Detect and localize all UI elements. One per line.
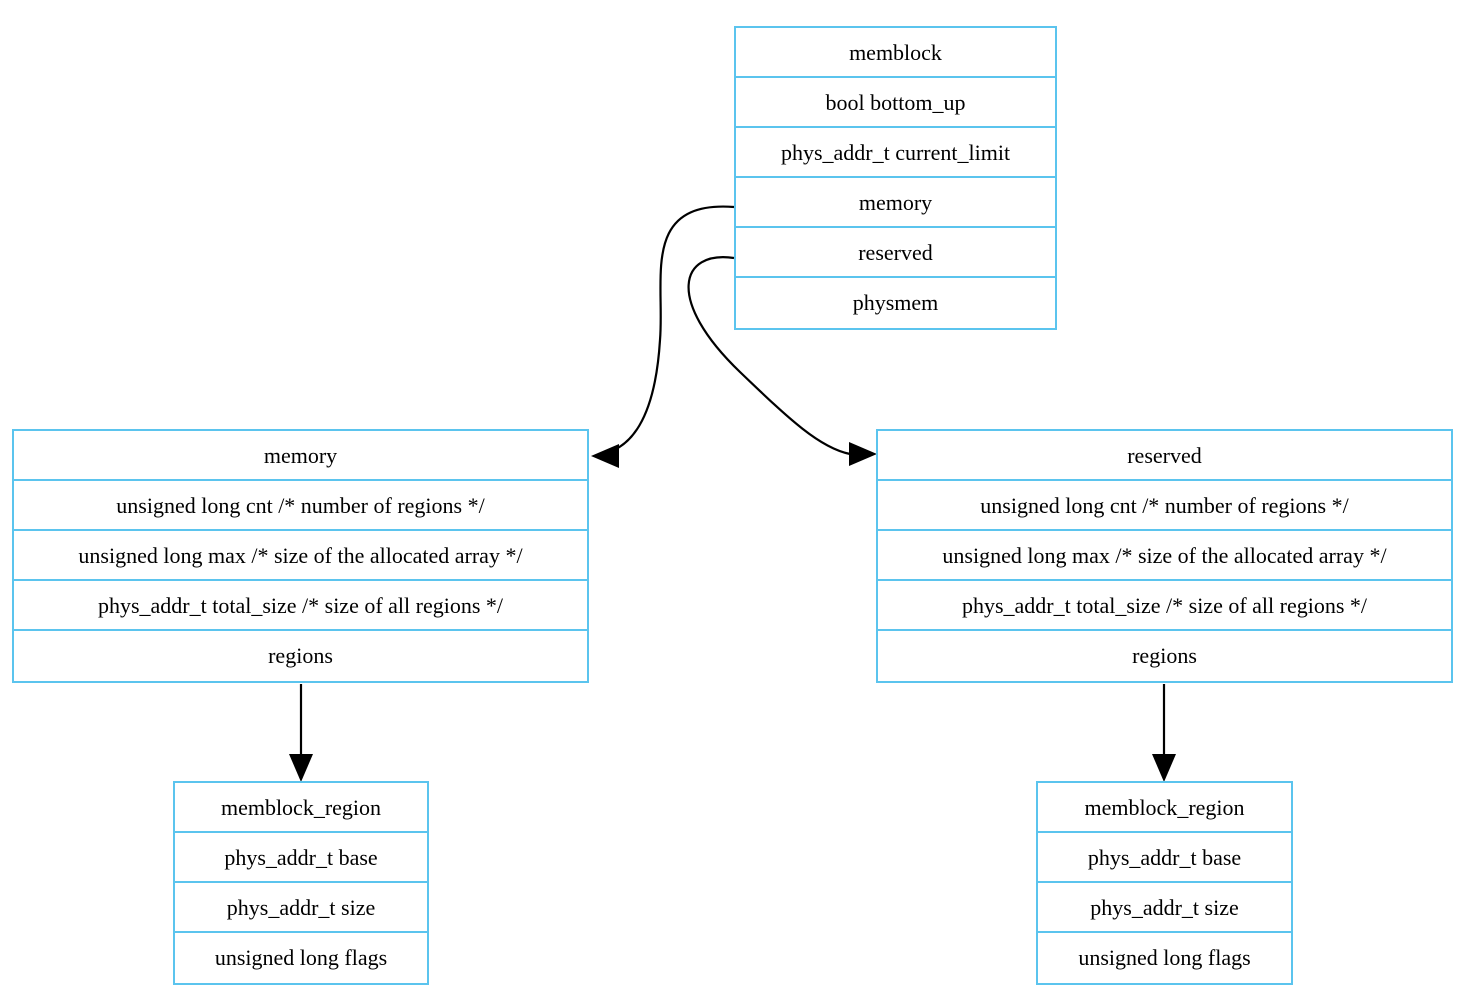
arrowhead-memory-region <box>289 754 313 782</box>
memory-region-record: memblock_region phys_addr_t base phys_ad… <box>173 781 429 985</box>
arrowhead-memory <box>591 444 619 468</box>
arrowhead-reserved <box>849 442 877 466</box>
memory-field-regions: regions <box>268 643 333 668</box>
reserved-region-record: memblock_region phys_addr_t base phys_ad… <box>1036 781 1293 985</box>
arrowhead-reserved-region <box>1152 754 1176 782</box>
reserved-region-title: memblock_region <box>1038 783 1291 833</box>
memory-region-field-size: phys_addr_t size <box>175 883 427 933</box>
reserved-field-regions: regions <box>1132 643 1197 668</box>
edge-memblock-memory-to-memory <box>599 205 735 456</box>
memory-region-field-flags: unsigned long flags <box>214 945 388 970</box>
memory-field-total-size: phys_addr_t total_size /* size of all re… <box>14 581 587 631</box>
memblock-field-reserved: reserved <box>736 228 1055 278</box>
memblock-field-physmem: physmem <box>852 290 939 315</box>
reserved-field-cnt: unsigned long cnt /* number of regions *… <box>878 481 1451 531</box>
memory-region-title: memblock_region <box>175 783 427 833</box>
reserved-record: reserved unsigned long cnt /* number of … <box>876 429 1453 683</box>
reserved-region-field-flags: unsigned long flags <box>1078 945 1251 970</box>
memory-field-max: unsigned long max /* size of the allocat… <box>14 531 587 581</box>
memblock-record: memblock bool bottom_up phys_addr_t curr… <box>734 26 1057 330</box>
reserved-field-max: unsigned long max /* size of the allocat… <box>878 531 1451 581</box>
memblock-field-memory: memory <box>736 178 1055 228</box>
memory-title: memory <box>14 431 587 481</box>
memblock-field-bottom-up: bool bottom_up <box>736 78 1055 128</box>
memblock-title: memblock <box>736 28 1055 78</box>
memory-region-field-base: phys_addr_t base <box>175 833 427 883</box>
reserved-title: reserved <box>878 431 1451 481</box>
reserved-region-field-base: phys_addr_t base <box>1038 833 1291 883</box>
reserved-field-total-size: phys_addr_t total_size /* size of all re… <box>878 581 1451 631</box>
memory-record: memory unsigned long cnt /* number of re… <box>12 429 589 683</box>
memblock-field-current-limit: phys_addr_t current_limit <box>736 128 1055 178</box>
reserved-region-field-size: phys_addr_t size <box>1038 883 1291 933</box>
memory-field-cnt: unsigned long cnt /* number of regions *… <box>14 481 587 531</box>
